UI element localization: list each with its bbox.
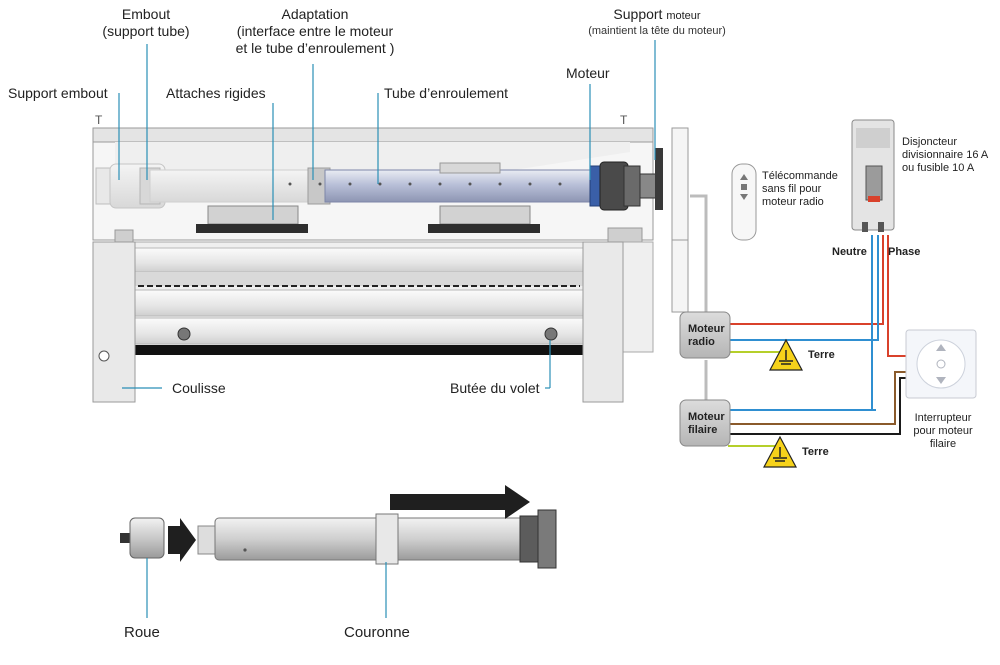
label-telecommande: Télécommande sans fil pour moteur radio bbox=[762, 170, 838, 209]
disjoncteur-line2: divisionnaire 16 A bbox=[902, 149, 989, 161]
interrupteur-line3: filaire bbox=[929, 438, 957, 450]
disjoncteur-line3: ou fusible 10 A bbox=[902, 162, 975, 174]
telecommande-line3: moteur radio bbox=[762, 196, 824, 208]
left-rail bbox=[92, 241, 136, 403]
label-tube-enroulement: Tube d’enroulement bbox=[384, 85, 509, 101]
svg-text:T: T bbox=[95, 113, 103, 127]
junction-box-filaire bbox=[679, 399, 731, 447]
earth-warning-icon-2 bbox=[763, 435, 797, 468]
support-moteur-title: Support bbox=[613, 6, 663, 22]
winding-tube-ghost bbox=[149, 169, 321, 203]
label-support-moteur: Support moteur (maintient la tête du mot… bbox=[572, 6, 742, 38]
label-couronne: Couronne bbox=[344, 624, 410, 641]
wall-switch-icon bbox=[905, 329, 977, 399]
label-moteur-filaire: Moteur filaire bbox=[688, 411, 725, 437]
motor-head bbox=[589, 161, 657, 211]
leader-lines bbox=[118, 40, 656, 389]
rigid-attaches bbox=[196, 205, 540, 233]
bottom-leader-lines bbox=[146, 558, 387, 618]
telecommande-line1: Télécommande bbox=[762, 170, 838, 182]
winding-tube bbox=[324, 169, 594, 203]
support-moteur-subtitle: (maintient la tête du moteur) bbox=[588, 25, 726, 37]
tube-holes bbox=[288, 182, 562, 186]
moteur-radio-line2: radio bbox=[688, 336, 715, 348]
telecommande-line2: sans fil pour bbox=[762, 183, 822, 195]
label-disjoncteur: Disjoncteur divisionnaire 16 A ou fusibl… bbox=[902, 136, 988, 175]
remote-control-icon bbox=[731, 163, 757, 241]
embout-title: Embout bbox=[121, 6, 171, 22]
moteur-filaire-line2: filaire bbox=[688, 424, 718, 436]
junction-box-radio bbox=[679, 311, 731, 359]
moteur-radio-line1: Moteur bbox=[688, 323, 725, 335]
label-neutre: Neutre bbox=[832, 246, 867, 258]
motor-support bbox=[655, 127, 689, 313]
label-moteur-radio: Moteur radio bbox=[688, 323, 725, 349]
wiring bbox=[690, 194, 906, 447]
moteur-filaire-line1: Moteur bbox=[688, 411, 725, 423]
interrupteur-line2: pour moteur bbox=[913, 425, 973, 437]
svg-text:T: T bbox=[620, 113, 628, 127]
label-interrupteur: Interrupteur pour moteur filaire bbox=[902, 412, 984, 451]
adaptation-title: Adaptation bbox=[281, 6, 349, 22]
label-butee: Butée du volet bbox=[450, 380, 540, 396]
arrow-right-small-icon bbox=[168, 518, 196, 562]
adaptation-sub2: et le tube d’enroulement ) bbox=[235, 40, 395, 56]
label-adaptation: Adaptation (interface entre le moteur et… bbox=[200, 6, 430, 57]
label-phase: Phase bbox=[888, 246, 921, 258]
support-moteur-small: moteur bbox=[666, 10, 701, 22]
interrupteur-line1: Interrupteur bbox=[914, 412, 972, 424]
label-attaches-rigides: Attaches rigides bbox=[166, 85, 266, 101]
label-support-embout: Support embout bbox=[8, 85, 108, 101]
label-coulisse: Coulisse bbox=[172, 380, 226, 396]
arrow-right-large-icon bbox=[390, 485, 530, 519]
label-roue: Roue bbox=[124, 624, 160, 641]
disjoncteur-line1: Disjoncteur bbox=[902, 136, 958, 148]
motor-detail bbox=[120, 485, 557, 569]
shutter-slats bbox=[92, 241, 654, 355]
earth-warning-icon-1 bbox=[769, 338, 803, 371]
circuit-breaker-icon bbox=[851, 119, 895, 232]
label-embout: Embout (support tube) bbox=[96, 6, 196, 40]
adaptation-sub1: (interface entre le moteur bbox=[236, 23, 394, 39]
label-moteur: Moteur bbox=[566, 65, 610, 81]
right-rail bbox=[582, 241, 624, 403]
embout-subtitle: (support tube) bbox=[102, 23, 190, 39]
label-terre-1: Terre bbox=[808, 349, 835, 361]
label-terre-2: Terre bbox=[802, 446, 829, 458]
